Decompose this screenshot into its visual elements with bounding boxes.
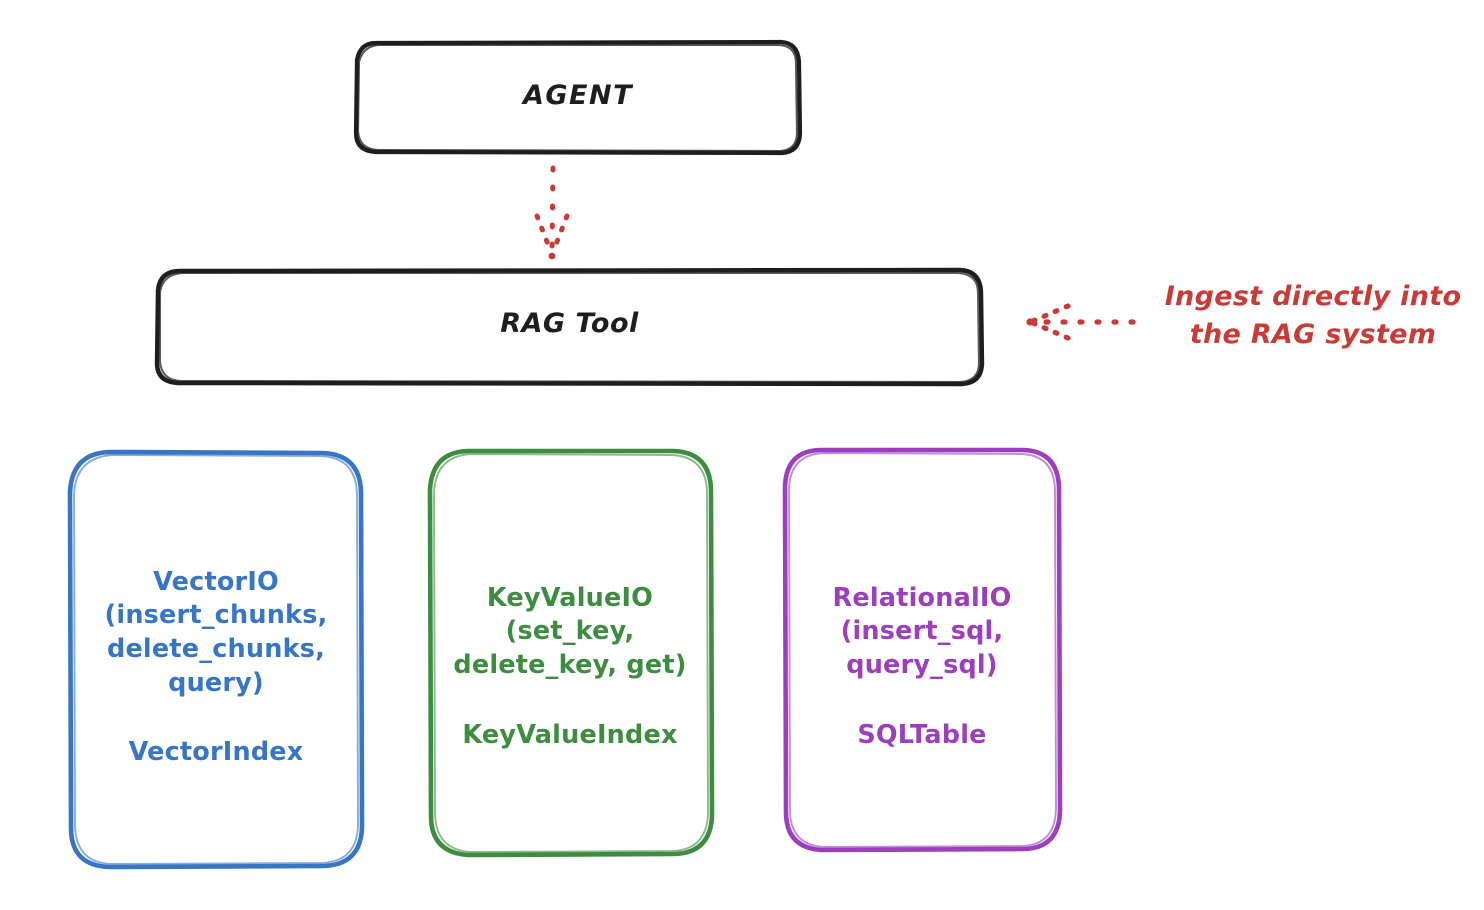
agent-to-rag-arrow-head-right [550,213,570,255]
agent-to-rag-arrow [534,165,570,260]
key-value-io-box-outline-secondary [433,453,709,853]
agent-to-rag-arrow-tip [548,252,556,260]
relational-io-box-outline-secondary [788,452,1057,848]
agent-node[interactable] [353,39,803,156]
vector-io-box-outline-secondary [73,454,359,865]
key-value-io-node[interactable] [427,448,715,858]
rag-tool-box-outline [154,267,985,387]
ingest-arrow [1026,303,1136,341]
agent-box-outline-secondary [356,43,799,153]
rag-tool-node[interactable] [154,267,985,387]
ingest-arrow-head-top [1030,303,1071,324]
rag-tool-box-outline-secondary [158,271,981,384]
key-value-io-box-outline [427,448,715,858]
agent-to-rag-arrow-line [549,165,556,255]
ingest-arrow-tip [1026,318,1034,326]
ingest-arrow-head-bottom [1030,320,1071,341]
agent-box-outline [353,39,803,156]
vector-io-box-outline [67,449,365,870]
relational-io-box-outline [782,447,1063,853]
relational-io-node[interactable] [782,447,1063,853]
vector-io-node[interactable] [67,449,365,870]
agent-to-rag-arrow-head-left [534,213,554,255]
